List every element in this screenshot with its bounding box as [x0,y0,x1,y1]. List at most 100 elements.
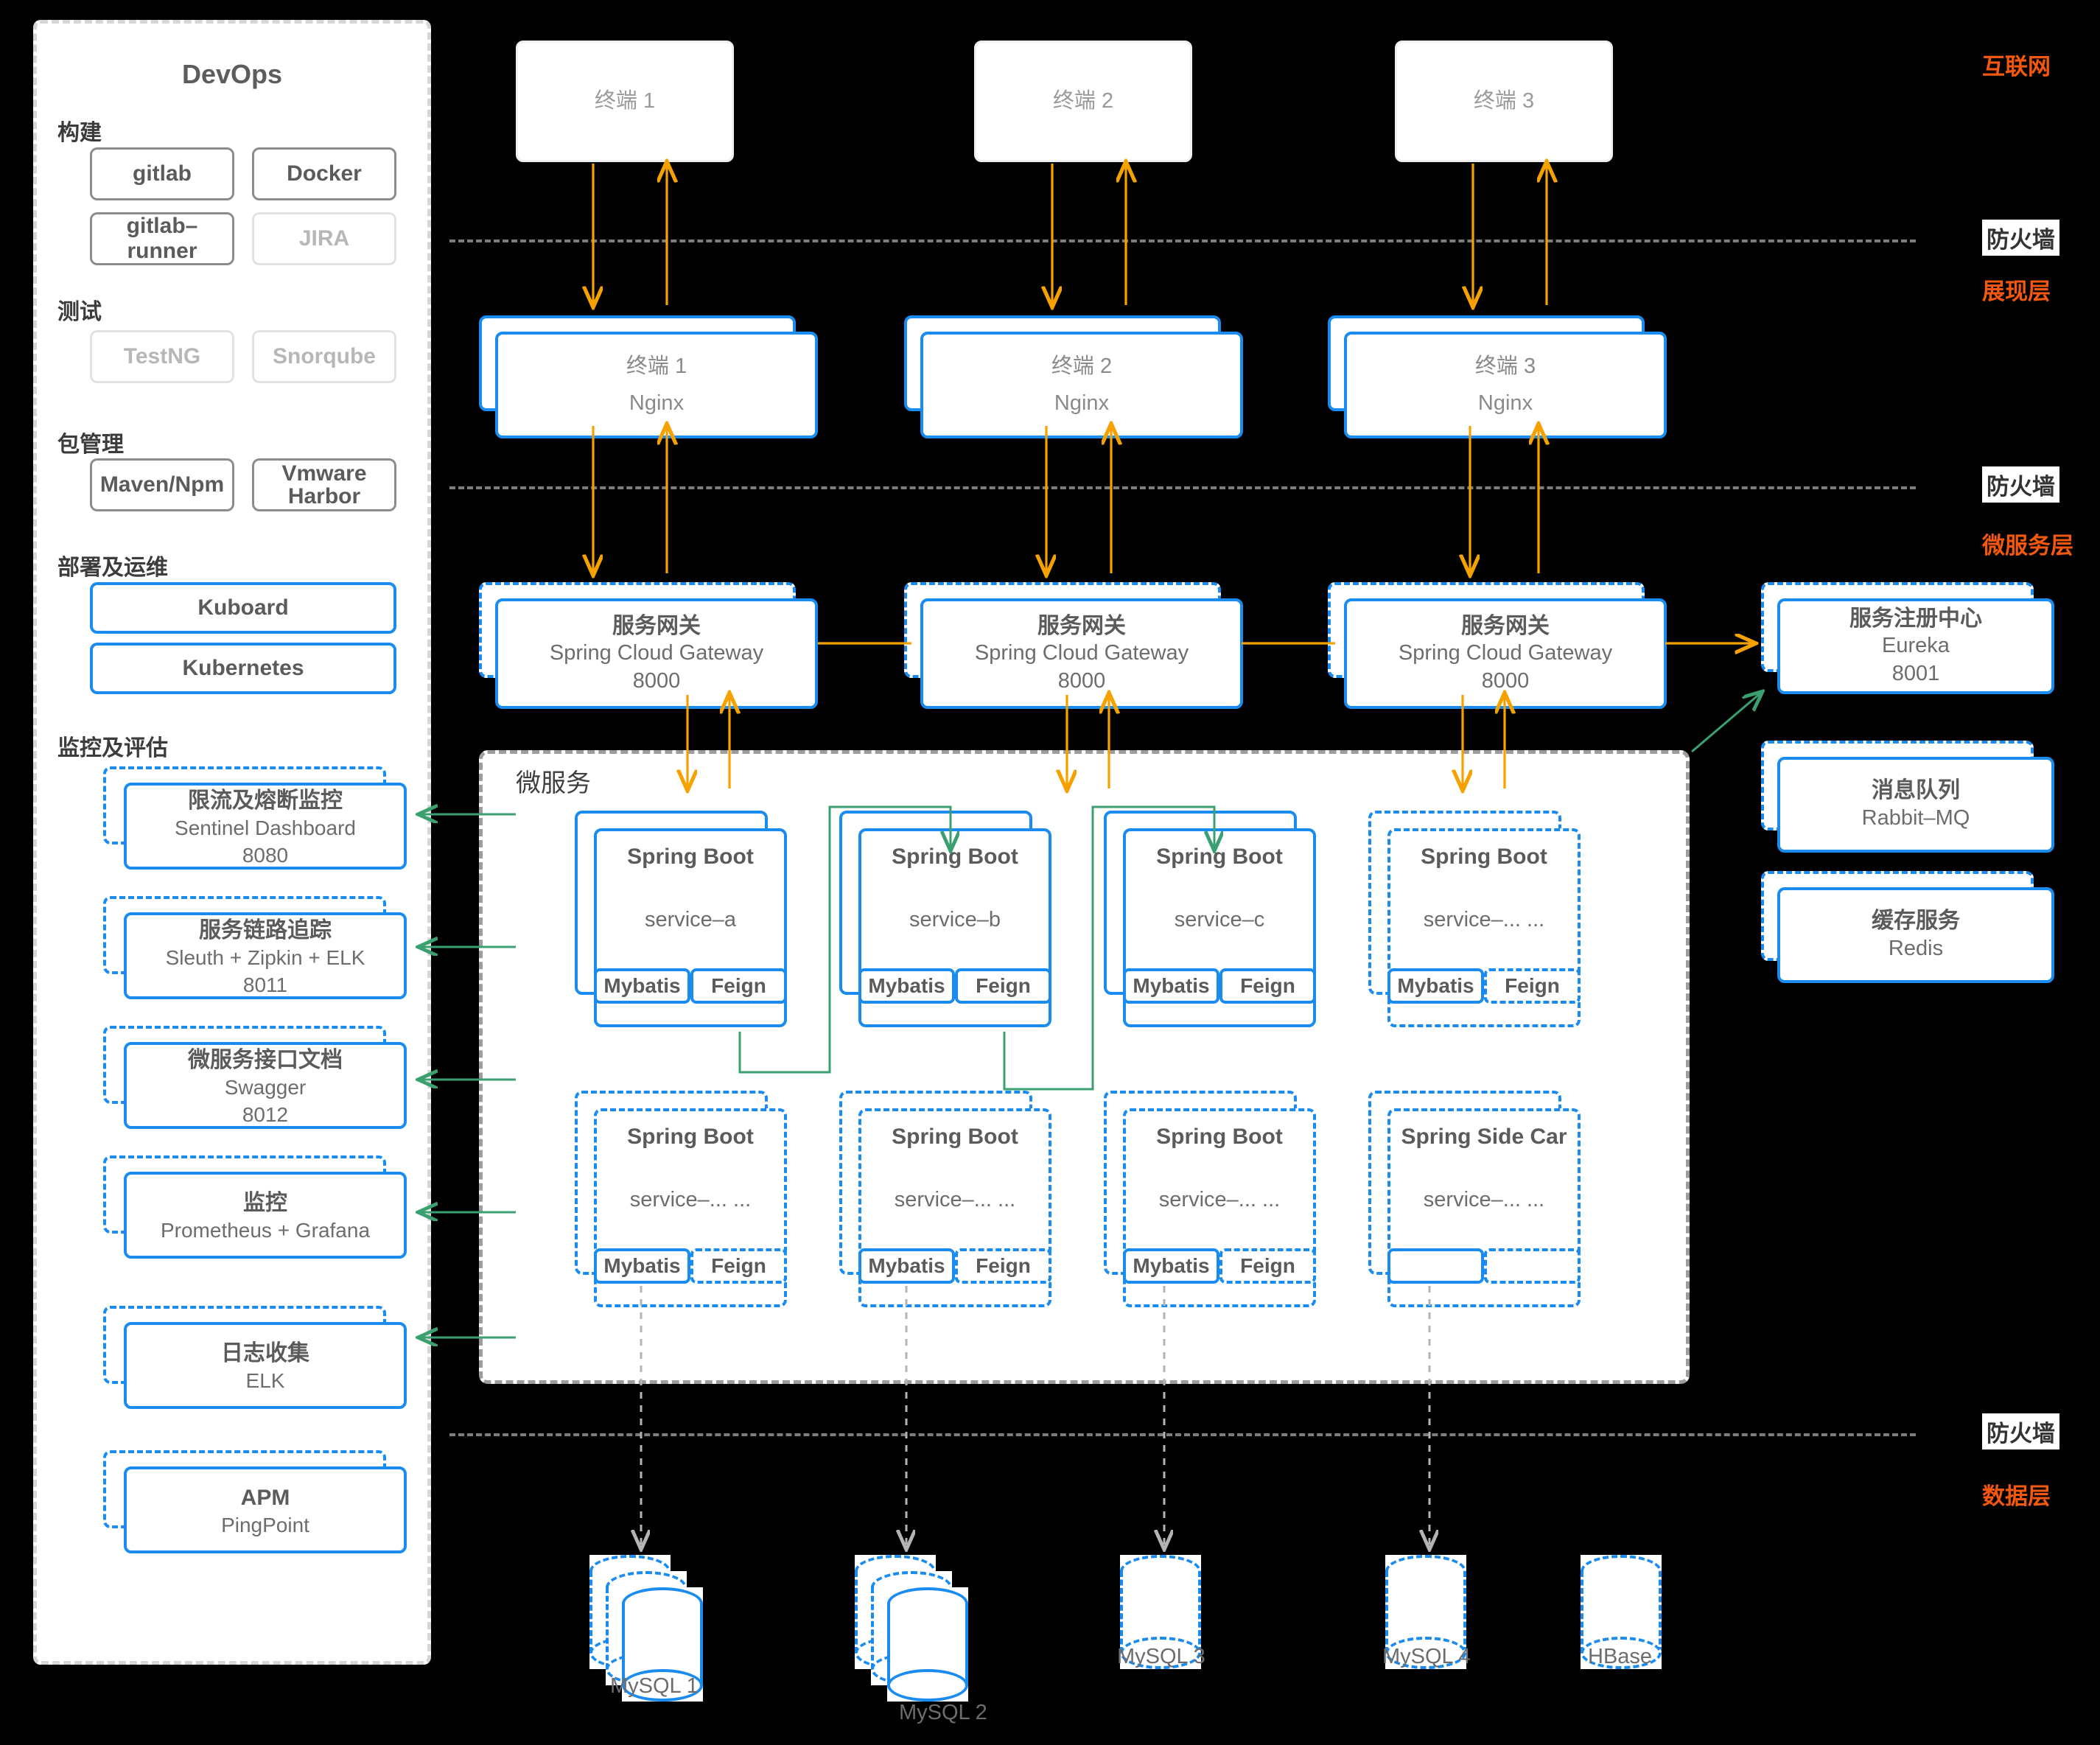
database-hbase-label: HBase [1588,1645,1653,1668]
service-runtime: Spring Boot [1156,1125,1283,1149]
service-runtime: Spring Boot [892,844,1018,869]
nginx-node-1-sub: Nginx [629,391,685,415]
service-sidecar-slot-left[interactable] [1387,1248,1484,1284]
monitor-sub: Swagger [224,1076,307,1099]
devops-tool-vmware-harbor-label: Vmware Harbor [281,461,367,508]
monitor-card-front: 微服务接口文档 Swagger 8012 [124,1042,407,1129]
service-orm-mybatis[interactable]: Mybatis [1123,968,1219,1004]
monitor-sub: Prometheus + Grafana [160,1219,371,1242]
gateway-node-1-sub: Spring Cloud Gateway [549,641,764,665]
gateway-node-3-title: 服务网关 [1461,613,1550,638]
service-orm-mybatis[interactable]: Mybatis [858,968,955,1004]
monitor-title: 监控 [243,1191,287,1216]
service-orm-mybatis[interactable]: Mybatis [594,968,690,1004]
devops-tool-gitlab-runner[interactable]: gitlab–runner [90,212,234,265]
service-runtime: Spring Boot [1421,844,1547,869]
monitor-card-front: 日志收集 ELK [124,1322,407,1409]
monitor-title: 日志收集 [221,1341,309,1366]
devops-section-test: 测试 [57,300,102,324]
service-name: service–... ... [1158,1188,1281,1211]
monitor-port: 8080 [242,843,289,867]
client-terminal-3-label: 终端 3 [1473,88,1535,113]
monitor-title: 微服务接口文档 [188,1048,343,1073]
devops-tool-vmware-harbor[interactable]: Vmware Harbor [252,458,396,511]
service-footer: Mybatis Feign [1123,1248,1316,1284]
devops-tool-snorqube[interactable]: Snorqube [252,330,396,383]
service-orm-mybatis[interactable]: Mybatis [1123,1248,1219,1284]
mq-sub: Rabbit–MQ [1861,805,1970,830]
service-footer: Mybatis Feign [1123,968,1316,1004]
service-footer: Mybatis Feign [858,968,1051,1004]
service-orm-mybatis[interactable]: Mybatis [1387,968,1484,1004]
service-orm-mybatis[interactable]: Mybatis [858,1248,955,1284]
service-sidecar-slot-right[interactable] [1484,1248,1581,1284]
service-name: service–... ... [1423,1188,1545,1211]
mq-title: 消息队列 [1872,778,1960,803]
layer-label-presentation: 展现层 [1982,279,2051,304]
gateway-node-1-title: 服务网关 [612,613,701,638]
client-terminal-1[interactable]: 终端 1 [516,41,734,162]
devops-tool-kuboard[interactable]: Kuboard [90,582,396,634]
service-runtime: Spring Boot [627,1125,754,1149]
nginx-node-3-title: 终端 3 [1474,354,1536,378]
monitor-sub: Sentinel Dashboard [175,816,356,840]
service-client-feign[interactable]: Feign [690,1248,787,1284]
gateway-node-1-port: 8000 [632,668,681,693]
client-terminal-3[interactable]: 终端 3 [1395,41,1613,162]
service-runtime: Spring Boot [627,844,754,869]
monitor-title: 限流及熔断监控 [188,788,343,814]
client-terminal-2-label: 终端 2 [1052,88,1114,113]
service-name: service–a [644,908,737,931]
service-client-feign[interactable]: Feign [1219,968,1316,1004]
service-name: service–... ... [1423,908,1545,931]
registry-title: 服务注册中心 [1849,606,1982,631]
gateway-node-3-port: 8000 [1481,668,1530,693]
service-runtime: Spring Side Car [1401,1125,1567,1149]
service-client-feign[interactable]: Feign [1219,1248,1316,1284]
database-mysql-4-label: MySQL 4 [1382,1645,1471,1668]
microservice-panel-title: 微服务 [516,769,591,797]
service-labels: Spring Boot service–... ... [1123,1108,1316,1307]
devops-tool-kubernetes[interactable]: Kubernetes [90,643,396,694]
devops-tool-testng[interactable]: TestNG [90,330,234,383]
monitor-title: 服务链路追踪 [199,918,332,943]
service-labels: Spring Boot service–... ... [1387,828,1581,1027]
service-runtime: Spring Boot [1156,844,1283,869]
registry-sub: Eureka [1882,634,1950,658]
monitor-port: 8012 [242,1102,289,1126]
service-labels: Spring Boot service–... ... [594,1108,787,1307]
service-client-feign[interactable]: Feign [690,968,787,1004]
devops-tool-maven-npm[interactable]: Maven/Npm [90,458,234,511]
service-orm-mybatis[interactable]: Mybatis [594,1248,690,1284]
monitor-title: APM [240,1486,290,1511]
client-terminal-1-label: 终端 1 [594,88,656,113]
service-client-feign[interactable]: Feign [955,968,1051,1004]
service-footer: Mybatis Feign [1387,968,1581,1004]
firewall-line-2 [449,486,1916,489]
service-client-feign[interactable]: Feign [955,1248,1051,1284]
devops-section-package: 包管理 [57,433,124,457]
gateway-node-2-sub: Spring Cloud Gateway [974,641,1189,665]
service-footer: Mybatis Feign [594,1248,787,1284]
devops-tool-docker[interactable]: Docker [252,147,396,200]
nginx-node-1-title: 终端 1 [626,354,687,378]
devops-tool-gitlab[interactable]: gitlab [90,147,234,200]
client-terminal-2[interactable]: 终端 2 [974,41,1192,162]
monitor-card-front: 限流及熔断监控 Sentinel Dashboard 8080 [124,783,407,870]
monitor-card-front: APM PingPoint [124,1466,407,1553]
service-footer: Mybatis Feign [858,1248,1051,1284]
gateway-node-2-port: 8000 [1057,668,1106,693]
registry-port: 8001 [1891,661,1940,685]
service-runtime: Spring Boot [892,1125,1018,1149]
service-client-feign[interactable]: Feign [1484,968,1581,1004]
service-footer [1387,1248,1581,1284]
database-mysql-2-label: MySQL 2 [899,1701,987,1724]
cache-sub: Redis [1888,936,1944,960]
devops-tool-jira[interactable]: JIRA [252,212,396,265]
gateway-node-3-sub: Spring Cloud Gateway [1398,641,1613,665]
nginx-node-2-sub: Nginx [1054,391,1110,415]
devops-section-build: 构建 [57,121,102,145]
firewall-label-3: 防火墙 [1982,1413,2059,1449]
monitor-card-front: 服务链路追踪 Sleuth + Zipkin + ELK 8011 [124,912,407,999]
